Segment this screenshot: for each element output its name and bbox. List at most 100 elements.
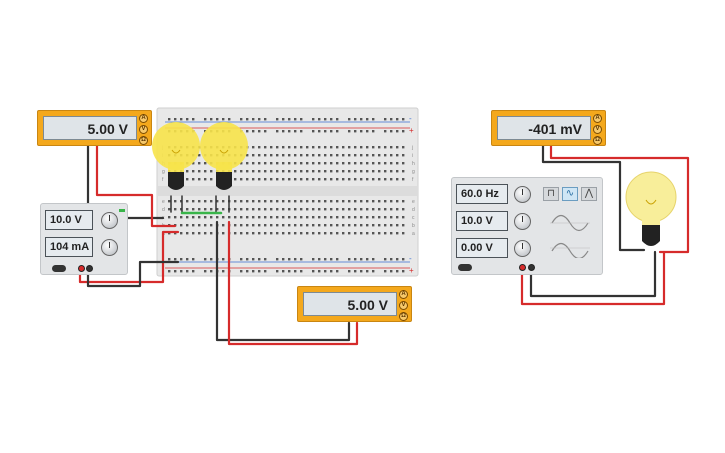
breadboard-hole[interactable] [396,178,399,181]
breadboard-hole[interactable] [210,232,213,235]
mode-voltmeter-button[interactable]: V [139,125,148,134]
breadboard-hole[interactable] [294,258,297,261]
breadboard-hole[interactable] [210,216,213,219]
mode-ohmmeter-button[interactable]: Ω [399,312,408,321]
breadboard-hole[interactable] [330,178,333,181]
breadboard-hole[interactable] [330,130,333,133]
breadboard-hole[interactable] [246,270,249,273]
breadboard-hole[interactable] [300,232,303,235]
breadboard-hole[interactable] [192,118,195,121]
breadboard-hole[interactable] [198,178,201,181]
breadboard-hole[interactable] [252,216,255,219]
breadboard-hole[interactable] [186,170,189,173]
breadboard-hole[interactable] [252,118,255,121]
breadboard-hole[interactable] [402,216,405,219]
meter-mode-selector[interactable]: A V Ω [399,290,409,321]
breadboard-hole[interactable] [246,208,249,211]
breadboard-hole[interactable] [348,258,351,261]
breadboard-hole[interactable] [396,130,399,133]
breadboard-hole[interactable] [294,154,297,157]
breadboard-hole[interactable] [300,208,303,211]
breadboard-hole[interactable] [258,162,261,165]
breadboard-hole[interactable] [372,258,375,261]
breadboard-hole[interactable] [258,208,261,211]
breadboard-hole[interactable] [366,170,369,173]
breadboard-hole[interactable] [288,216,291,219]
breadboard-hole[interactable] [336,258,339,261]
breadboard-hole[interactable] [360,118,363,121]
breadboard-hole[interactable] [282,216,285,219]
breadboard-hole[interactable] [276,270,279,273]
breadboard-hole[interactable] [396,162,399,165]
breadboard-hole[interactable] [240,118,243,121]
breadboard-hole[interactable] [216,208,219,211]
breadboard-hole[interactable] [354,162,357,165]
breadboard-hole[interactable] [354,170,357,173]
breadboard-hole[interactable] [282,162,285,165]
breadboard-hole[interactable] [228,216,231,219]
breadboard-hole[interactable] [168,258,171,261]
breadboard-hole[interactable] [330,170,333,173]
breadboard-hole[interactable] [264,224,267,227]
multimeter-bottom[interactable]: 5.00 V A V Ω [297,286,412,322]
breadboard-hole[interactable] [372,270,375,273]
breadboard-hole[interactable] [312,130,315,133]
breadboard-hole[interactable] [246,232,249,235]
breadboard-hole[interactable] [258,216,261,219]
breadboard-hole[interactable] [318,118,321,121]
breadboard-hole[interactable] [252,170,255,173]
breadboard-hole[interactable] [378,170,381,173]
breadboard-hole[interactable] [246,162,249,165]
breadboard-hole[interactable] [330,200,333,203]
breadboard-hole[interactable] [240,208,243,211]
breadboard-hole[interactable] [348,270,351,273]
breadboard-hole[interactable] [288,258,291,261]
breadboard-hole[interactable] [204,270,207,273]
breadboard-hole[interactable] [306,232,309,235]
breadboard-hole[interactable] [384,162,387,165]
breadboard-hole[interactable] [252,208,255,211]
breadboard-hole[interactable] [318,170,321,173]
breadboard-hole[interactable] [300,154,303,157]
breadboard-hole[interactable] [348,200,351,203]
breadboard-hole[interactable] [282,232,285,235]
breadboard-hole[interactable] [300,270,303,273]
breadboard-hole[interactable] [336,130,339,133]
breadboard-hole[interactable] [240,258,243,261]
breadboard-hole[interactable] [288,224,291,227]
mode-ammeter-button[interactable]: A [139,114,148,123]
breadboard-hole[interactable] [306,224,309,227]
breadboard-hole[interactable] [324,258,327,261]
breadboard-hole[interactable] [204,200,207,203]
breadboard-hole[interactable] [288,270,291,273]
bulb-middle[interactable] [200,122,248,190]
breadboard-hole[interactable] [276,118,279,121]
breadboard-hole[interactable] [336,146,339,149]
breadboard-hole[interactable] [198,154,201,157]
breadboard-hole[interactable] [396,208,399,211]
breadboard-hole[interactable] [210,118,213,121]
mode-ohmmeter-button[interactable]: Ω [593,136,602,145]
breadboard-hole[interactable] [336,118,339,121]
breadboard-hole[interactable] [204,208,207,211]
breadboard-hole[interactable] [252,258,255,261]
breadboard-hole[interactable] [372,200,375,203]
breadboard-hole[interactable] [222,258,225,261]
breadboard-hole[interactable] [222,224,225,227]
breadboard-hole[interactable] [372,170,375,173]
breadboard-hole[interactable] [204,162,207,165]
breadboard-hole[interactable] [246,224,249,227]
breadboard-hole[interactable] [402,208,405,211]
breadboard-hole[interactable] [252,224,255,227]
breadboard-hole[interactable] [348,224,351,227]
breadboard-hole[interactable] [240,162,243,165]
breadboard-hole[interactable] [336,216,339,219]
breadboard-hole[interactable] [204,170,207,173]
breadboard-hole[interactable] [402,200,405,203]
breadboard-hole[interactable] [390,232,393,235]
breadboard-hole[interactable] [336,178,339,181]
breadboard-hole[interactable] [264,200,267,203]
breadboard-hole[interactable] [324,130,327,133]
breadboard-hole[interactable] [348,208,351,211]
